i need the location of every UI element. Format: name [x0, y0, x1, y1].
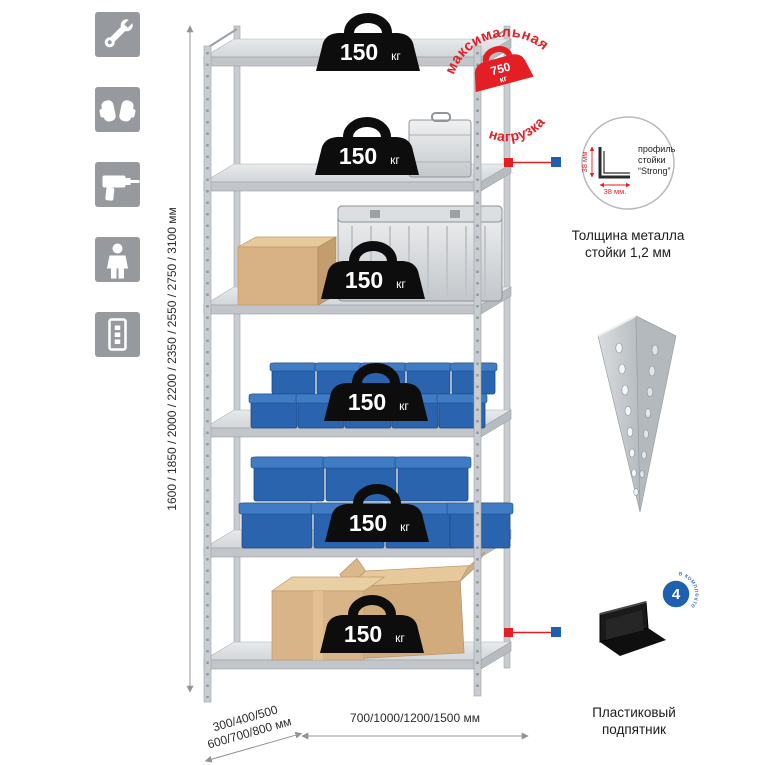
svg-text:38 мм.: 38 мм. — [604, 187, 627, 196]
shelf-load-weight: 150 кг — [325, 484, 429, 542]
svg-text:кг: кг — [391, 49, 401, 63]
svg-text:700/1000/1200/1500 мм: 700/1000/1200/1500 мм — [350, 711, 480, 725]
plastic-foot-image: в комплекте 4 Пластиковый подпятник — [592, 570, 700, 737]
svg-text:38 мм: 38 мм — [580, 152, 589, 173]
aluminium-case-small — [408, 112, 472, 178]
svg-text:750: 750 — [489, 59, 512, 78]
svg-text:150: 150 — [349, 510, 387, 536]
svg-text:кг: кг — [400, 520, 410, 534]
shelf-load-weights: 150 кг 150 кг 150 кг 150 кг 150 кг — [315, 13, 429, 653]
depth-dimension: 300/400/500 600/700/800 мм — [204, 702, 303, 763]
drill-icon — [102, 175, 140, 201]
svg-text:нагрузка: нагрузка — [484, 111, 551, 151]
callout-connector-foot — [504, 627, 561, 637]
svg-text:150: 150 — [339, 143, 377, 169]
included-count-badge: в комплекте 4 — [660, 570, 700, 610]
profile-callout: 38 мм 38 мм. профиль стойки “Strong” Тол… — [572, 116, 685, 260]
svg-text:“Strong”: “Strong” — [638, 166, 671, 176]
svg-text:кг: кг — [396, 277, 406, 291]
svg-text:4: 4 — [672, 586, 681, 603]
svg-text:профиль: профиль — [638, 144, 676, 154]
svg-text:150: 150 — [345, 267, 383, 293]
svg-text:кг: кг — [499, 74, 509, 85]
svg-text:150: 150 — [344, 621, 382, 647]
callout-connector-profile — [504, 157, 561, 167]
gloves-icon — [99, 100, 136, 122]
shelf-load-weight: 150 кг — [315, 117, 419, 175]
svg-text:стойки: стойки — [638, 155, 666, 165]
width-dimension: 700/1000/1200/1500 мм — [301, 711, 529, 740]
rack-front-right-post — [473, 45, 482, 697]
feature-icon-tiles — [95, 12, 140, 357]
height-dimension-label: 1600 / 1850 / 2000 / 2200 / 2350 / 2550 … — [165, 207, 179, 510]
storage-bins-small — [248, 362, 498, 429]
cardboard-box-shelf3 — [236, 236, 338, 306]
corner-post-image — [597, 315, 677, 513]
rack-post-icon — [108, 318, 127, 351]
shelf-load-weight: 150 кг — [320, 595, 424, 653]
svg-text:кг: кг — [390, 153, 400, 167]
person-icon — [107, 243, 128, 279]
svg-text:стойки 1,2 мм: стойки 1,2 мм — [585, 245, 671, 260]
svg-text:подпятник: подпятник — [602, 722, 666, 737]
rack-back-left-post — [233, 25, 241, 669]
wrench-icon — [104, 17, 135, 48]
svg-text:150: 150 — [340, 39, 378, 65]
profile-drawing: 38 мм 38 мм. — [580, 146, 631, 196]
svg-text:кг: кг — [395, 631, 405, 645]
rack-back-right-post — [503, 25, 511, 669]
shelf-load-weight: 150 кг — [316, 13, 420, 71]
shelf-load-weight: 150 кг — [324, 363, 428, 421]
height-dimension: 1600 / 1850 / 2000 / 2200 / 2350 / 2550 … — [165, 25, 194, 693]
svg-text:кг: кг — [399, 399, 409, 413]
foot-caption: Пластиковый — [592, 705, 676, 720]
svg-text:150: 150 — [348, 389, 386, 415]
max-load-weight: 750 кг — [474, 46, 534, 93]
shelf-load-weight: 150 кг — [321, 241, 425, 299]
profile-caption: Толщина металла — [572, 228, 685, 243]
